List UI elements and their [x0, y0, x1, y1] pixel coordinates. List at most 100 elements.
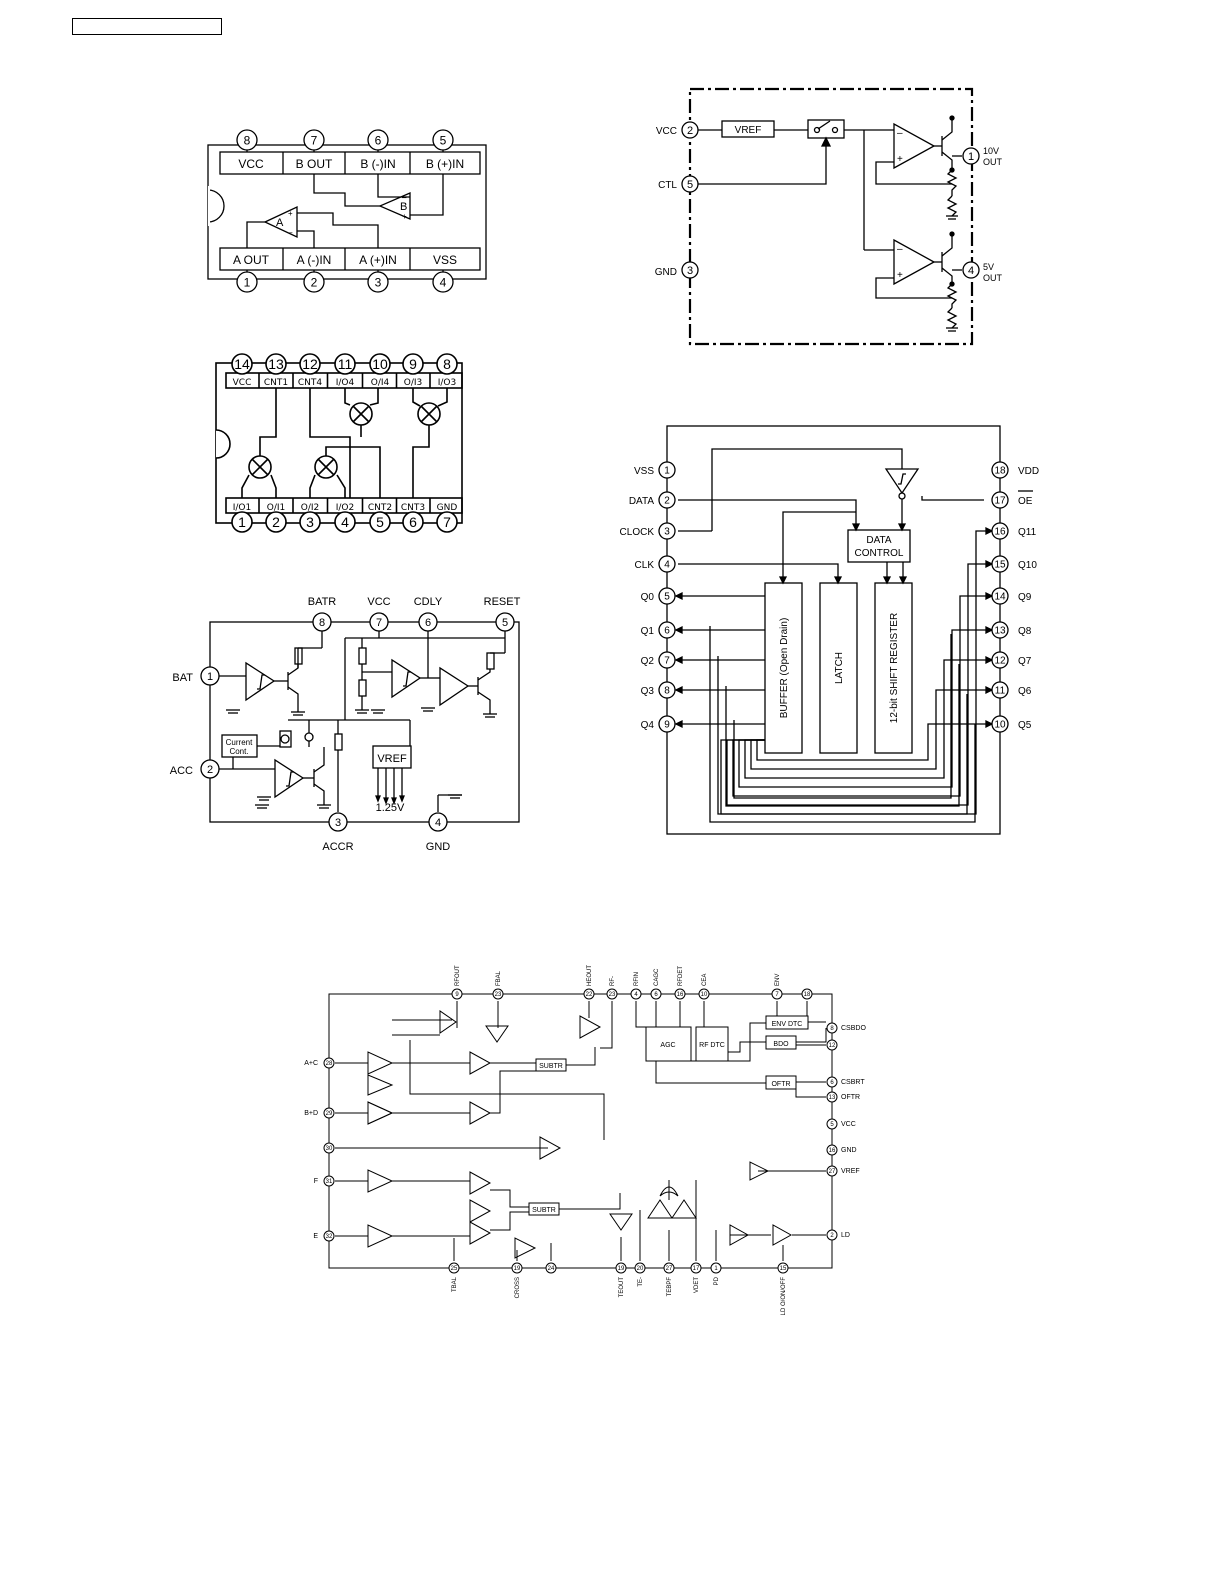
pin-q0: 5: [658, 587, 676, 605]
ground-symbol: [255, 804, 269, 809]
pin-label-vcc: VCC: [841, 1121, 856, 1128]
pin-left-4: 32: [323, 1230, 335, 1242]
pin-bottom-5-number: 27: [666, 1266, 673, 1272]
pin-clock-number: 3: [664, 527, 670, 538]
pin-label-cea: CEA: [702, 974, 708, 986]
pin-bottom-0: 25: [448, 1262, 460, 1274]
ground-symbol: [448, 794, 462, 799]
pin-4-number: 4: [440, 275, 447, 289]
pin-8: 8: [236, 129, 258, 152]
pin-label-q0: Q0: [641, 592, 655, 603]
amp-triangle: [514, 1237, 537, 1259]
pin-oe: 17: [991, 491, 1009, 509]
pin-6: 6: [367, 129, 389, 152]
pin-vcc: 7: [369, 612, 389, 632]
pin-acc-number: 2: [207, 764, 213, 776]
pin-2: 2: [303, 270, 325, 293]
pin-bat: 1: [200, 666, 220, 686]
vref-label: VREF: [377, 753, 407, 765]
pin-label-vcc: VCC: [233, 378, 252, 388]
pin-2-number: 2: [311, 275, 318, 289]
pin-label-vref: VREF: [841, 1168, 860, 1175]
pin-top-5-number: 6: [654, 992, 658, 998]
pin-top-2-number: 22: [586, 992, 593, 998]
pin-batr-number: 8: [319, 617, 325, 629]
pin-label-csbrt: CSBRT: [841, 1079, 865, 1086]
pin-vdd-number: 18: [994, 466, 1006, 477]
pin-label-rf: RF-: [610, 976, 616, 986]
pin-label-heout: HEOUT: [587, 965, 593, 986]
pin-label-gnd: GND: [426, 841, 451, 853]
ground-symbol: [355, 709, 369, 714]
pin-clk-number: 4: [664, 560, 670, 571]
ground-symbol: [291, 711, 305, 716]
pin-cdly: 6: [418, 612, 438, 632]
ground-symbol: [226, 709, 240, 714]
amp-triangle: [367, 1051, 394, 1075]
pin-top-0: 9: [451, 988, 463, 1000]
data-control-block: [847, 529, 911, 563]
pin-label-b-minus-in: B (-)IN: [360, 157, 395, 171]
pin-q5-number: 10: [994, 720, 1006, 731]
pin-right-2: 6: [826, 1076, 838, 1088]
pin-label-oi3: O/I3: [404, 378, 423, 388]
pin-top-8-number: 7: [775, 992, 779, 998]
pin-top-1: 23: [492, 988, 504, 1000]
svg-text:+: +: [897, 270, 903, 281]
pin-label-q1: Q1: [641, 626, 655, 637]
pin-label-cdly: CDLY: [414, 596, 443, 608]
pin-label-vcc: VCC: [238, 157, 264, 171]
pin-label-ldoonoff: LD O/ON/OFF: [781, 1277, 787, 1316]
pin-label-cnt3: CNT3: [401, 503, 425, 513]
pin-left-2: 30: [323, 1142, 335, 1154]
amp-triangle: [647, 1199, 673, 1219]
pin-label-oi2: O/I2: [301, 503, 320, 513]
pin-1-number: 1: [244, 275, 251, 289]
bdo-label: BDO: [773, 1041, 789, 1048]
pin-label-te: TE-: [638, 1277, 644, 1287]
pin-q6-number: 11: [995, 686, 1006, 697]
pin-q7: 12: [991, 651, 1009, 669]
pin-cdly-number: 6: [425, 617, 431, 629]
pin-reset: 5: [495, 612, 515, 632]
pin-vdd: 18: [991, 461, 1009, 479]
oftr-label: OFTR: [771, 1081, 790, 1088]
pin-11-number: 11: [338, 356, 353, 372]
pin-7-number: 7: [443, 514, 451, 530]
pin-9: 9: [402, 353, 424, 375]
pin-top-7-number: 10: [701, 992, 708, 998]
vref-block: [372, 745, 412, 769]
latch-label: LATCH: [834, 652, 845, 684]
ic-notch: [215, 429, 231, 459]
vref-label: VREF: [735, 125, 762, 136]
pin-3: 3: [299, 511, 321, 533]
pin-label-tbal: TBAL: [452, 1276, 458, 1292]
pin-q1: 6: [658, 621, 676, 639]
pin-label-q6: Q6: [1018, 686, 1032, 697]
pin-label-vss: VSS: [433, 253, 457, 267]
pin-1: 1: [236, 270, 258, 293]
pin-label-rfout: RFOUT: [455, 965, 461, 986]
pin-top-6: 16: [674, 988, 686, 1000]
pin-5v-out: 4: [962, 261, 980, 279]
opamp-5v: [893, 238, 936, 286]
pin-label-io3: I/O3: [438, 378, 457, 388]
data-control-label-2: CONTROL: [855, 548, 904, 559]
pin-label-rfdet: RFDET: [678, 966, 684, 986]
ic-body: [209, 621, 520, 823]
pin-7: 7: [436, 511, 458, 533]
pin-label-cnt2: CNT2: [368, 503, 392, 513]
pin-5-number: 5: [376, 514, 384, 530]
agc-label: AGC: [660, 1042, 675, 1049]
pin-q3-number: 8: [664, 686, 670, 697]
data-control-label-1: DATA: [866, 535, 892, 546]
pin-left-1: 29: [323, 1107, 335, 1119]
vref-voltage: 1.25V: [376, 802, 405, 814]
pin-label-clock: CLOCK: [620, 527, 655, 538]
pin-bottom-3-number: 19: [618, 1266, 625, 1272]
pin-clock: 3: [658, 522, 676, 540]
amp-triangle: [485, 1025, 509, 1043]
pin-left-3-number: 31: [326, 1179, 333, 1185]
pin-14-number: 14: [234, 356, 250, 372]
